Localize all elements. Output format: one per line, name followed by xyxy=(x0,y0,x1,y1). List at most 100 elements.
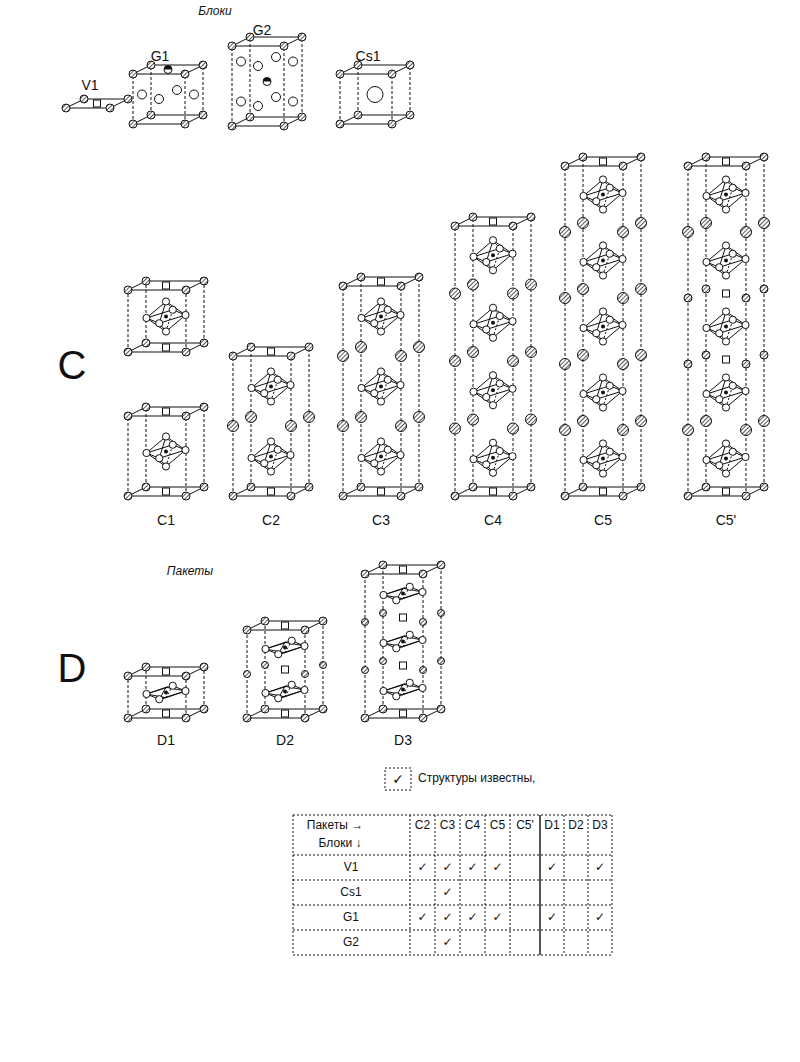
cation-atom xyxy=(338,421,349,432)
cation-atom xyxy=(142,339,150,347)
oxygen-atom xyxy=(248,454,255,461)
cation-atom xyxy=(301,626,309,634)
oxygen-atom xyxy=(287,451,294,458)
table-cell: C2 xyxy=(415,819,430,833)
oxygen-atom xyxy=(301,642,308,649)
cation-atom xyxy=(124,714,132,722)
cation-atom xyxy=(560,227,571,238)
oxygen-atom xyxy=(406,631,413,638)
table-cell: ✓ xyxy=(492,911,502,925)
structure-line xyxy=(510,815,511,955)
structure-line xyxy=(232,46,233,126)
metal-atom xyxy=(724,457,728,461)
structure-line xyxy=(706,157,707,487)
oxygen-atom xyxy=(267,438,274,445)
cation-atom xyxy=(142,483,150,491)
vacancy-square xyxy=(400,710,407,717)
cation-atom xyxy=(702,351,710,359)
oxygen-atom xyxy=(358,314,365,321)
cation-atom xyxy=(228,42,236,50)
vacancy-square xyxy=(400,662,407,669)
cation-atom xyxy=(636,218,647,229)
structure-line xyxy=(435,815,436,955)
table-cell: G2 xyxy=(343,936,359,950)
structure-line xyxy=(343,286,344,496)
vacancy-square xyxy=(723,356,730,363)
structure-line xyxy=(128,343,204,352)
cation-atom xyxy=(298,33,306,41)
cation-atom xyxy=(578,218,589,229)
table-cell: V1 xyxy=(344,861,359,875)
cation-atom xyxy=(741,227,752,238)
legend-sample: ✓ xyxy=(392,771,404,787)
structure-line xyxy=(293,815,294,955)
oxygen-atom xyxy=(703,324,710,331)
structure-line xyxy=(284,46,285,126)
cation-atom xyxy=(469,483,477,491)
structure-line xyxy=(565,166,566,496)
structure-line xyxy=(474,451,513,465)
table-cell: C5 xyxy=(490,819,505,833)
cation-atom xyxy=(701,218,712,229)
cation-atom xyxy=(406,111,414,119)
oxygen-atom xyxy=(254,62,263,71)
vacancy-square xyxy=(490,488,497,495)
oxygen-atom xyxy=(580,456,587,463)
vacancy-square xyxy=(163,710,170,717)
metal-atom xyxy=(724,325,728,329)
oxygen-atom xyxy=(722,242,729,249)
oxygen-atom xyxy=(593,396,600,403)
cation-atom xyxy=(526,414,537,425)
structure-line xyxy=(539,815,540,955)
structure-line xyxy=(66,99,128,108)
structure-label: G1 xyxy=(151,48,170,64)
structure-line xyxy=(588,815,589,955)
cation-atom xyxy=(619,162,627,170)
cation-atom xyxy=(247,343,255,351)
cation-atom xyxy=(356,412,367,423)
cation-atom xyxy=(319,705,327,713)
cation-atom xyxy=(339,282,347,290)
oxygen-atom xyxy=(619,189,626,196)
oxygen-atom xyxy=(599,470,606,477)
cation-atom xyxy=(357,483,365,491)
structure-label: C2 xyxy=(262,512,280,528)
cation-atom xyxy=(280,122,288,130)
cation-atom xyxy=(396,421,407,432)
structure-line xyxy=(250,37,251,117)
oxygen-atom xyxy=(301,686,308,693)
oxygen-atom xyxy=(287,381,294,388)
cation-atom xyxy=(379,705,387,713)
structure-line xyxy=(707,188,746,202)
oxygen-atom xyxy=(261,460,268,467)
cation-atom xyxy=(246,412,257,423)
cation-atom xyxy=(437,705,445,713)
cation-atom xyxy=(509,222,517,230)
oxygen-atom xyxy=(289,57,298,66)
structure-line xyxy=(186,290,187,352)
oxygen-atom xyxy=(377,468,384,475)
cation-atom xyxy=(302,671,309,678)
cation-atom xyxy=(508,288,519,299)
oxygen-atom xyxy=(419,636,426,643)
oxygen-atom xyxy=(716,396,723,403)
cation-atom xyxy=(469,213,477,221)
oxygen-atom xyxy=(742,387,749,394)
vacancy-square xyxy=(163,408,170,415)
cation-atom xyxy=(450,423,461,434)
structure-line xyxy=(232,117,302,126)
cation-atom xyxy=(414,342,425,353)
structure-line xyxy=(146,667,147,709)
cation-atom xyxy=(741,425,752,436)
oxygen-atom xyxy=(406,679,413,686)
structure-line xyxy=(441,565,442,709)
cation-atom xyxy=(742,162,750,170)
oxygen-atom xyxy=(267,398,274,405)
structure-line xyxy=(584,188,623,202)
cation-atom xyxy=(142,705,150,713)
oxygen-atom xyxy=(169,306,176,313)
cation-atom xyxy=(336,70,344,78)
oxygen-atom xyxy=(489,237,496,244)
oxygen-atom xyxy=(729,448,736,455)
structure-line xyxy=(293,880,612,881)
